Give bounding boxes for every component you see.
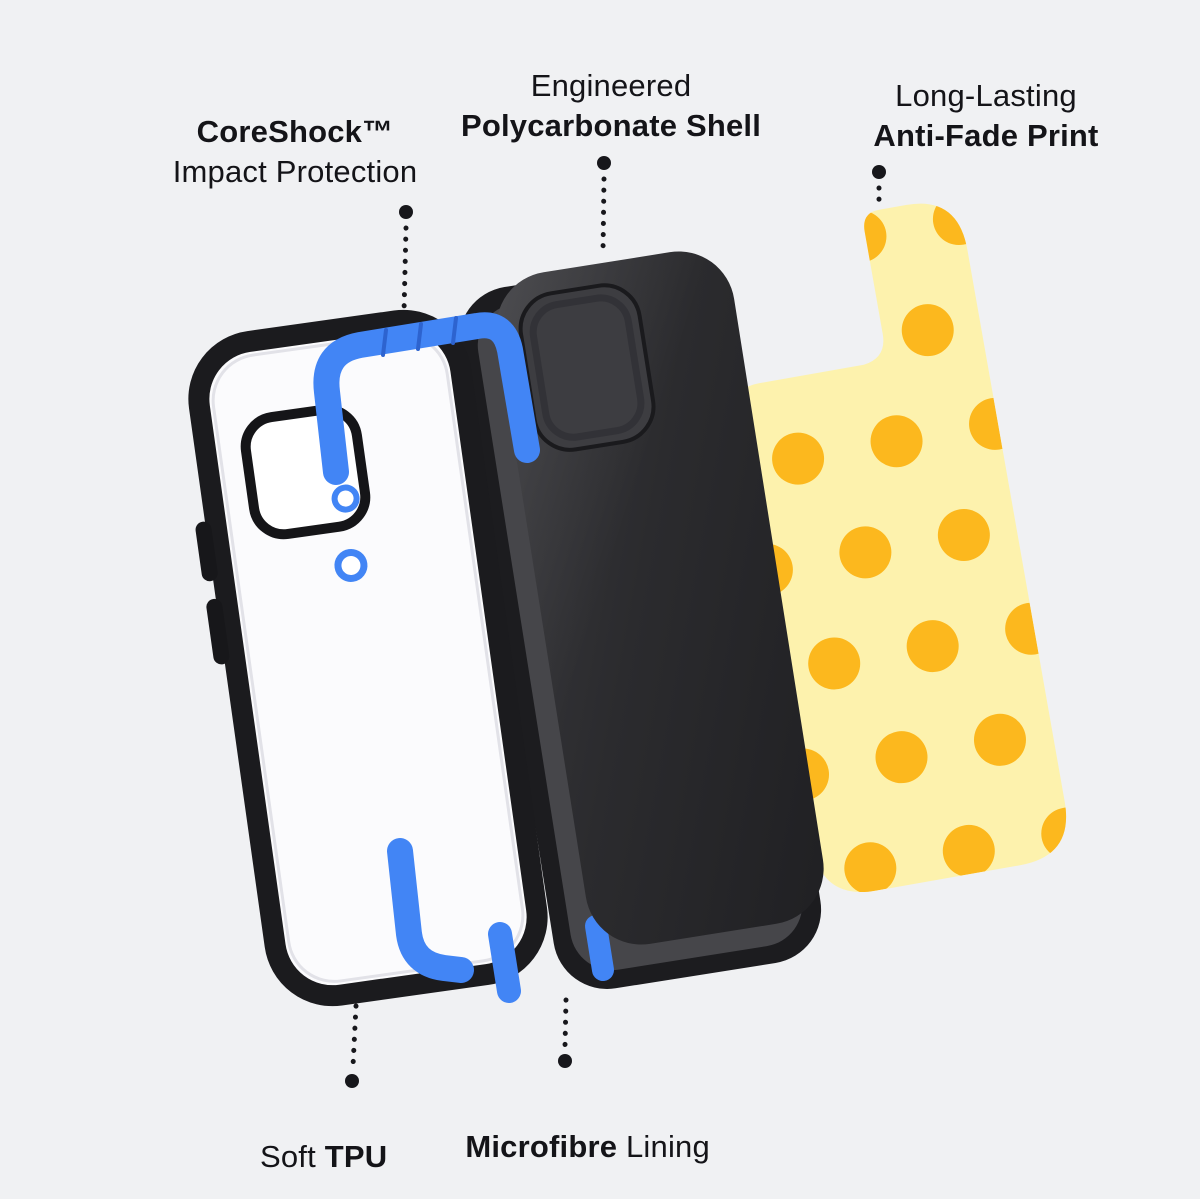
callout-coreshock-line1: CoreShock™ [196,114,394,149]
callout-polycarbonate-line1: Engineered [530,68,692,103]
callout-polycarbonate: Engineered Polycarbonate Shell [431,66,791,146]
tpu-flash-ring [334,548,368,582]
leader-dot-print [872,165,886,179]
callout-coreshock-line2: Impact Protection [172,154,418,189]
tpu-case-buttons [195,521,230,665]
bracket-top-rail [313,312,540,485]
callout-coreshock: CoreShock™ Impact Protection [150,112,440,192]
coreshock-bracket-top [313,312,540,485]
shell-illustration [496,251,824,945]
bracket-notches [381,316,458,357]
leader-dot-shell [597,156,611,170]
coreshock-bracket-bottom [387,838,521,1003]
tpu-case-illustration [188,309,548,1007]
callout-antifade-line1: Long-Lasting [895,78,1077,113]
callout-soft-tpu-normal: Soft [259,1139,325,1174]
callout-microfibre: Microfibre Lining [430,1087,710,1199]
shell-camera-cutout-inner [529,294,645,441]
leader-line-coreshock [401,225,409,315]
callout-antifade: Long-Lasting Anti-Fade Print [826,76,1146,156]
callout-microfibre-normal: Lining [617,1129,710,1164]
shell-camera-cutout [518,283,656,452]
callout-antifade-line2: Anti-Fade Print [873,118,1099,153]
bracket-bottom-left [387,838,474,983]
tpu-lens-ring [331,484,360,513]
leader-dot-microfibre [558,1054,572,1068]
leader-line-tpu [350,1003,359,1069]
leader-line-shell [600,176,607,255]
leader-dot-tpu [345,1074,359,1088]
callout-soft-tpu-bold: TPU [324,1139,388,1174]
callout-soft-tpu: Soft TPU [225,1097,388,1199]
coreshock-bracket-bottom-tab [585,915,614,981]
tpu-case-inner-lip [211,333,525,983]
bracket-bottom-corner [488,922,521,1003]
callout-polycarbonate-line2: Polycarbonate Shell [460,108,762,143]
leader-dot-coreshock [399,205,413,219]
callout-microfibre-bold: Microfibre [465,1129,618,1164]
leader-line-microfibre [562,997,569,1049]
tpu-camera-frame [240,404,371,540]
callout-leader-lines [345,156,886,1088]
